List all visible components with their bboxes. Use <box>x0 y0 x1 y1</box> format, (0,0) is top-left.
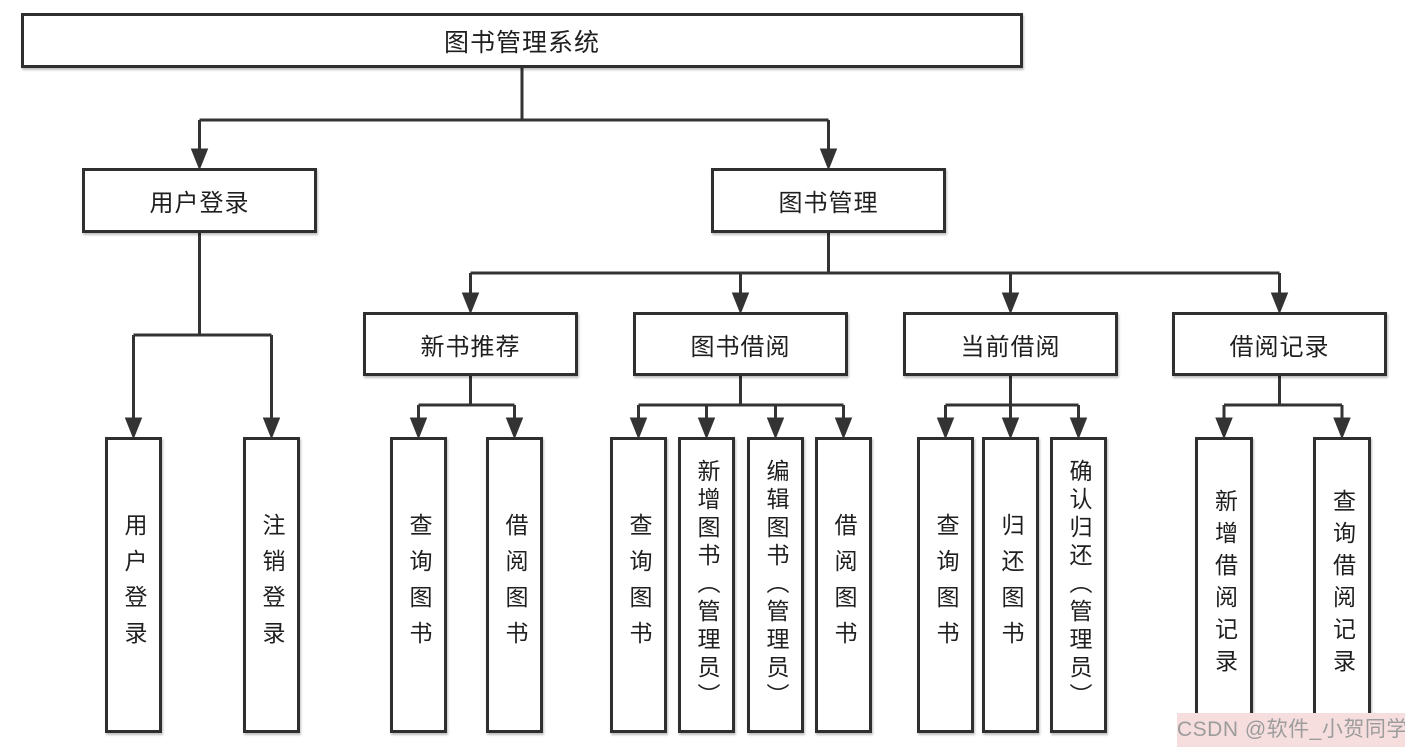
node-label: 新增图书（管理员） <box>694 459 720 711</box>
node-label: 图书管理系统 <box>443 28 600 57</box>
arrowhead-icon <box>1270 292 1289 315</box>
arrowhead-icon <box>1001 292 1020 315</box>
node-leaf-query-borrow-record: 查询借阅记录 <box>1313 437 1371 733</box>
node-leaf-bor-query-book: 查询图书 <box>610 437 667 733</box>
node-leaf-bor-borrow-book: 借阅图书 <box>815 437 872 733</box>
node-label: 当前借阅 <box>960 333 1061 361</box>
node-label: 用户登录 <box>149 190 250 217</box>
node-leaf-bor-add-book: 新增图书（管理员） <box>678 437 735 733</box>
node-book-mgmt: 图书管理 <box>711 168 946 233</box>
node-leaf-rec-query-book: 查询图书 <box>390 437 447 733</box>
node-leaf-cur-return-book: 归还图书 <box>982 437 1039 733</box>
node-label: 借阅图书 <box>502 513 528 657</box>
node-label: 用户登录 <box>121 513 147 657</box>
node-leaf-bor-edit-book: 编辑图书（管理员） <box>747 437 804 733</box>
node-leaf-user-login: 用户登录 <box>105 437 162 733</box>
node-label: 查询借阅记录 <box>1329 489 1356 681</box>
arrowhead-icon <box>834 417 853 440</box>
arrowhead-icon <box>629 417 648 440</box>
node-borrow-records: 借阅记录 <box>1172 312 1387 376</box>
node-leaf-cur-query-book: 查询图书 <box>917 437 974 733</box>
node-leaf-rec-borrow-book: 借阅图书 <box>486 437 543 733</box>
node-label: 图书借阅 <box>690 333 791 361</box>
node-leaf-logout: 注销登录 <box>243 437 300 733</box>
arrowhead-icon <box>1215 417 1233 440</box>
node-label: 查询图书 <box>626 513 652 657</box>
arrowhead-icon <box>819 148 838 171</box>
node-label: 借阅记录 <box>1229 333 1330 361</box>
node-label: 查询图书 <box>406 513 432 657</box>
node-leaf-add-borrow-record: 新增借阅记录 <box>1195 437 1253 733</box>
arrowhead-icon <box>766 417 785 440</box>
arrowhead-icon <box>1333 417 1351 440</box>
node-label: 归还图书 <box>998 513 1024 657</box>
arrowhead-icon <box>190 148 209 171</box>
arrowhead-icon <box>409 417 428 440</box>
node-label: 确认归还（管理员） <box>1066 459 1092 711</box>
node-root: 图书管理系统 <box>21 13 1023 68</box>
arrowhead-icon <box>936 417 955 440</box>
arrowhead-icon <box>731 292 750 315</box>
watermark-background: CSDN @软件_小贺同学 <box>1177 713 1405 747</box>
node-label: 注销登录 <box>259 513 285 657</box>
node-new-book-rec: 新书推荐 <box>363 312 578 376</box>
node-label: 新增借阅记录 <box>1211 489 1238 681</box>
node-label: 新书推荐 <box>420 333 521 361</box>
arrowhead-icon <box>262 417 281 440</box>
arrowhead-icon <box>1069 417 1088 440</box>
arrowhead-icon <box>505 417 524 440</box>
node-label: 图书管理 <box>778 190 879 217</box>
node-current-borrow: 当前借阅 <box>903 312 1118 376</box>
node-user-login-group: 用户登录 <box>82 168 317 233</box>
node-label: 编辑图书（管理员） <box>763 459 789 711</box>
node-book-borrow: 图书借阅 <box>633 312 848 376</box>
node-leaf-cur-confirm-return: 确认归还（管理员） <box>1050 437 1107 733</box>
node-label: 借阅图书 <box>831 513 857 657</box>
arrowhead-icon <box>461 292 480 315</box>
arrowhead-icon <box>124 417 143 440</box>
node-label: 查询图书 <box>933 513 959 657</box>
watermark-text: CSDN @软件_小贺同学 <box>1177 718 1405 741</box>
arrowhead-icon <box>697 417 716 440</box>
arrowhead-icon <box>1001 417 1020 440</box>
